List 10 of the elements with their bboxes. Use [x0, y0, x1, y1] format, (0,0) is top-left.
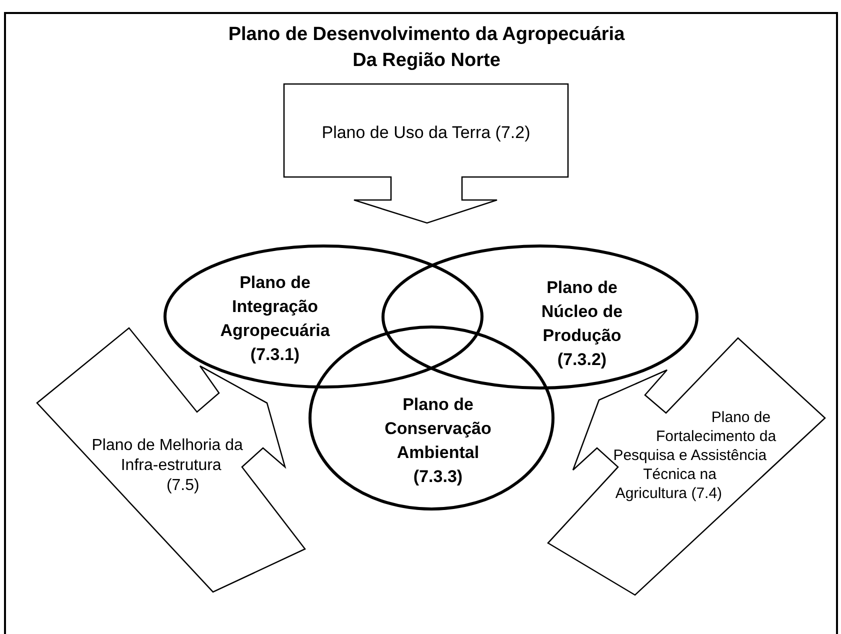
node-label: Plano de Integração Agropecuária (7.3.1)	[219, 272, 331, 366]
node-label: Plano de Núcleo de Produção (7.3.2)	[540, 277, 624, 371]
node-label: Plano de Melhoria da Infra-estrutura (7.5)	[92, 437, 243, 494]
node-label: Plano de Conservação Ambiental (7.3.3)	[384, 394, 492, 488]
arrow-shaped-box	[282, 82, 570, 226]
node-label: Plano de Fortalecimento da Pesquisa e Assistência Técnica na Agricultura (7.4)	[613, 409, 776, 502]
diagram-title: Plano de Desenvolvimento da Agropecuária Da Região Norte	[227, 23, 626, 73]
node-label: Plano de Uso da Terra (7.2)	[320, 122, 532, 144]
plan-ellipse	[163, 244, 484, 389]
plan-ellipse	[381, 244, 699, 390]
